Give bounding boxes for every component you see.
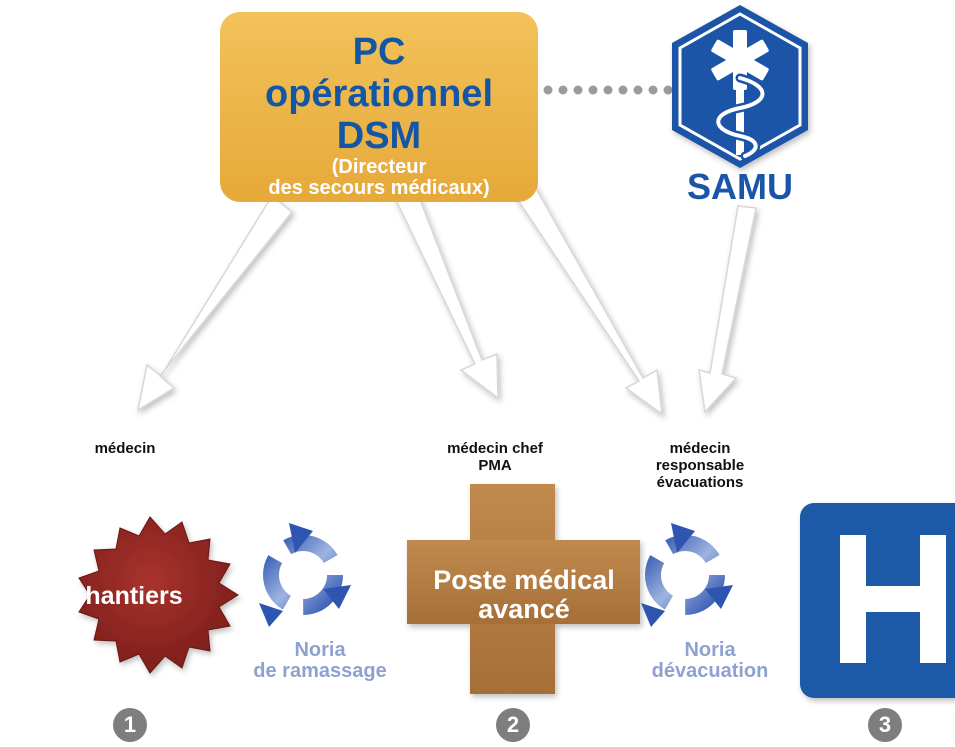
arrow-to-medecin — [136, 194, 294, 412]
arrow-to-medecin-chef — [393, 191, 499, 400]
pma-cross — [407, 484, 640, 694]
circular-arrows-icon — [259, 523, 351, 627]
role-medecin-chef-line1: médecin chef — [447, 440, 543, 457]
step-number-2: 2 — [496, 708, 530, 742]
chantiers-label: Chantiers — [67, 582, 183, 610]
command-arrows — [136, 177, 757, 416]
pc-subtitle-line2: des secours médicaux) — [268, 177, 490, 199]
pc-title-line1: PC — [352, 31, 406, 73]
step-number-1: 1 — [113, 708, 147, 742]
noria-ramassage-line2: de ramassage — [253, 660, 387, 682]
role-medecin-chef-line2: PMA — [478, 457, 512, 474]
role-responsable-line2: responsable — [655, 457, 745, 474]
samu-caduceus-hexagon-icon — [672, 5, 808, 168]
pma-label-line2: avancé — [478, 594, 570, 624]
step-number-3: 3 — [868, 708, 902, 742]
role-responsable-line1: médecin — [669, 440, 731, 457]
hospital-h-icon — [800, 503, 955, 698]
chantiers-starburst — [78, 516, 239, 674]
pc-subtitle-line1: (Directeur — [331, 156, 427, 178]
pc-title-line3: DSM — [336, 115, 422, 157]
pc-title-line2: opérationnel — [264, 73, 494, 115]
role-medecin: médecin — [94, 440, 156, 457]
arrow-to-responsable-from-samu — [698, 205, 757, 414]
role-responsable-line3: évacuations — [656, 474, 744, 491]
noria-evacuation-line1: Noria — [684, 639, 736, 661]
noria-ramassage-line1: Noria — [294, 639, 346, 661]
pma-label-line1: Poste médical — [433, 565, 615, 595]
dotted-connector — [543, 85, 673, 95]
arrow-to-responsable-from-pc — [508, 177, 663, 416]
circular-arrows-icon — [641, 523, 733, 627]
noria-evacuation-line2: dévacuation — [651, 660, 769, 682]
samu-label: SAMU — [687, 166, 793, 207]
pc-operationnel-box: PC opérationnel DSM (Directeur des secou… — [220, 12, 538, 202]
